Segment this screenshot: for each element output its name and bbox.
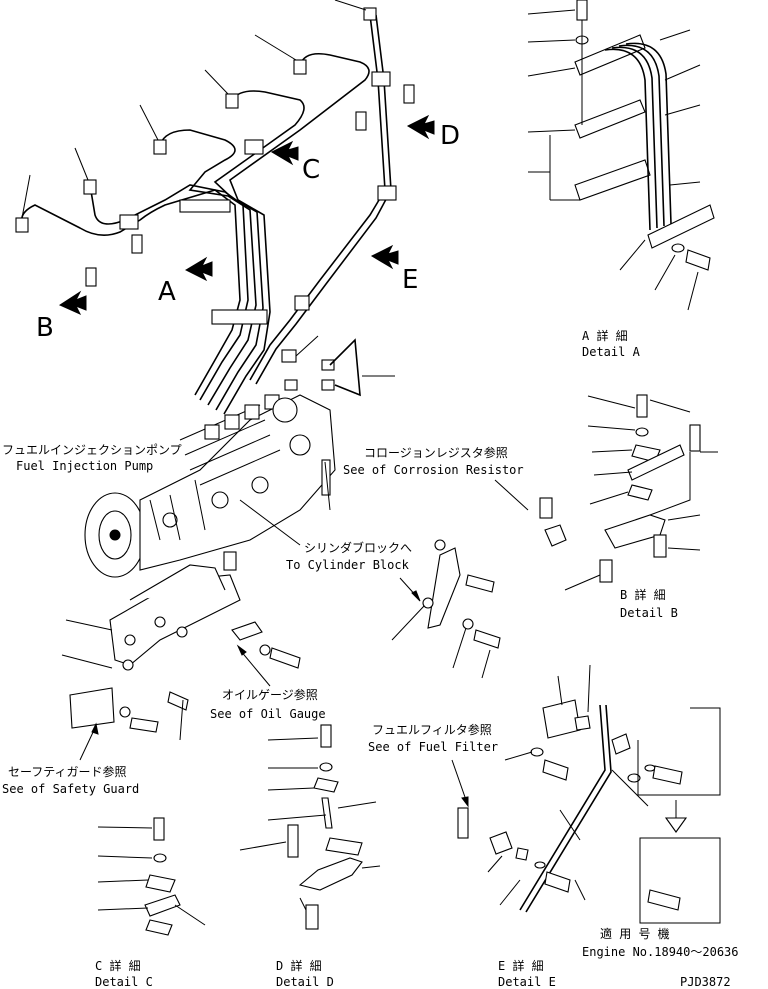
- view-arrows: [58, 114, 435, 316]
- detail-a-title-en: Detail A: [582, 345, 641, 359]
- fuel-filter-label-en: See of Fuel Filter: [368, 740, 498, 754]
- corrosion-label-jp: コロージョンレジスタ参照: [364, 445, 508, 460]
- corrosion-label-en: See of Corrosion Resistor: [343, 463, 524, 477]
- detail-e-title-jp: E 詳 細: [498, 958, 544, 973]
- fuel-pump-label-jp: フュエルインジェクションポンプ: [2, 443, 182, 457]
- view-label-d: D: [440, 121, 460, 151]
- detail-b-title-jp: B 詳 細: [620, 587, 666, 602]
- detail-b-drawing: [539, 394, 718, 591]
- drawing-code: PJD3872: [680, 975, 731, 989]
- oil-gauge-label-jp: オイルゲージ参照: [222, 687, 318, 702]
- view-label-a: A: [158, 277, 176, 307]
- safety-guard-label-en: See of Safety Guard: [2, 782, 139, 796]
- oil-gauge-label-en: See of Oil Gauge: [210, 707, 326, 721]
- corrosion-stay: [391, 539, 501, 679]
- view-label-e: E: [402, 265, 418, 295]
- fuel-pump-label-en: Fuel Injection Pump: [16, 459, 153, 473]
- detail-e-drawing: [457, 664, 649, 913]
- detail-d-drawing: [239, 724, 381, 930]
- detail-a-drawing: [527, 0, 715, 311]
- detail-c-title-en: Detail C: [95, 975, 153, 989]
- applicable-range: Engine No.18940～20636: [582, 945, 739, 959]
- safety-guard-label-jp: セーフティガード参照: [8, 764, 127, 779]
- cylinder-label-jp: シリンダブロックへ: [304, 540, 412, 555]
- detail-d-title-en: Detail D: [276, 975, 334, 989]
- detail-c-drawing: [97, 817, 206, 936]
- detail-a-title-jp: A 詳 細: [582, 328, 628, 343]
- cylinder-label-en: To Cylinder Block: [286, 558, 410, 572]
- applicable-label-jp: 適 用 号 機: [600, 926, 670, 941]
- view-label-c: C: [302, 155, 320, 185]
- pump-bracket: [61, 461, 331, 741]
- injection-lines: [15, 0, 415, 415]
- view-label-b: B: [36, 313, 54, 343]
- fuel-filter-label-jp: フュエルフィルタ参照: [372, 722, 492, 737]
- fuel-injection-pump: [84, 394, 336, 578]
- detail-b-title-en: Detail B: [620, 606, 678, 620]
- detail-d-title-jp: D 詳 細: [276, 958, 322, 973]
- detail-e-title-en: Detail E: [498, 975, 556, 989]
- applicability-boxes: [637, 707, 721, 924]
- detail-c-title-jp: C 詳 細: [95, 958, 141, 973]
- fittings: [223, 335, 395, 571]
